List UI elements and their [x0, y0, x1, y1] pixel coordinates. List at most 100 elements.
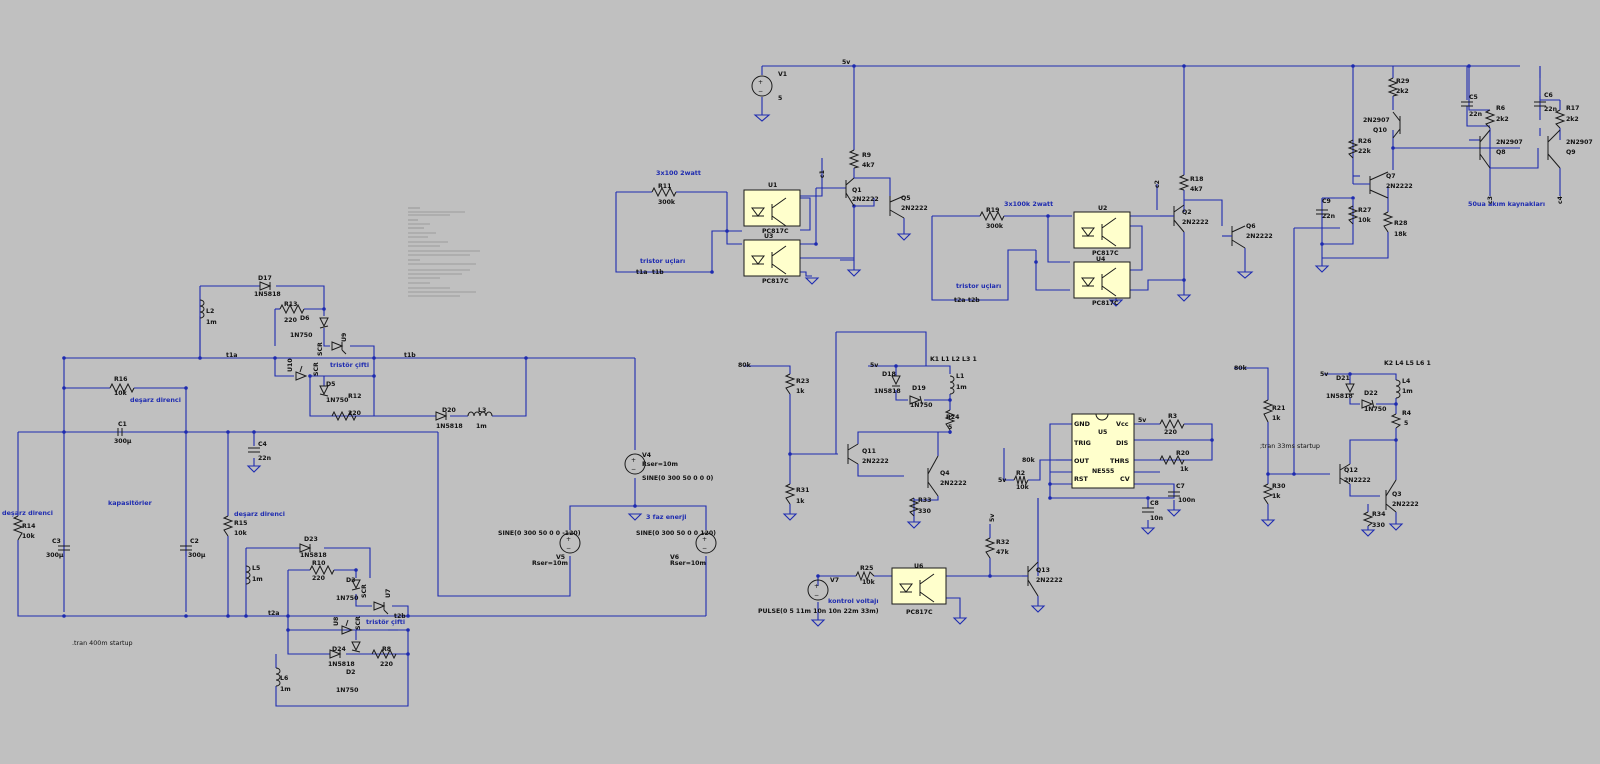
optocoupler-u1[interactable]: [743, 189, 801, 227]
resistor-r14[interactable]: [12, 515, 24, 541]
resistor-r12[interactable]: [331, 410, 357, 422]
value-r13: 220: [284, 317, 298, 324]
resistor-r2[interactable]: [1013, 474, 1029, 486]
diode-d2[interactable]: [351, 641, 361, 653]
resistor-r9[interactable]: [848, 149, 860, 169]
transistor-q1[interactable]: [845, 177, 855, 207]
diode-d5[interactable]: [319, 385, 329, 397]
pin-rst: RST: [1074, 475, 1089, 483]
resistor-r24[interactable]: [944, 409, 956, 431]
scr-u7[interactable]: [373, 601, 389, 615]
resistor-r23[interactable]: [784, 373, 796, 395]
net-t2b-left: t2b: [394, 613, 406, 620]
diode-d24[interactable]: [329, 649, 342, 659]
diode-d19[interactable]: [909, 395, 923, 405]
transistor-q12[interactable]: [1339, 463, 1351, 485]
source-v1[interactable]: +−: [751, 75, 773, 122]
resistor-r18[interactable]: [1178, 174, 1190, 191]
resistor-r28[interactable]: [1382, 211, 1394, 233]
optocoupler-u4[interactable]: [1073, 261, 1131, 299]
value-u2: PC817C: [1092, 250, 1119, 257]
transistor-q13[interactable]: [1022, 498, 1039, 597]
resistor-r4[interactable]: [1390, 413, 1402, 429]
resistor-r6[interactable]: [1484, 109, 1496, 129]
source-v6[interactable]: +−: [695, 532, 717, 554]
transistor-q4[interactable]: [927, 455, 939, 497]
directive-k1: K1 L1 L2 L3 1: [930, 356, 977, 363]
resistor-r30[interactable]: [1262, 483, 1274, 505]
resistor-r3[interactable]: [1159, 418, 1185, 430]
transistor-q5[interactable]: [889, 195, 905, 219]
transistor-q8[interactable]: [1479, 129, 1491, 169]
timer-u5[interactable]: [1071, 413, 1135, 489]
inductor-l4[interactable]: [1395, 379, 1401, 399]
value-d18: 1N5818: [874, 388, 901, 395]
capacitor-c8[interactable]: [1142, 507, 1154, 513]
optocoupler-u6[interactable]: [891, 567, 947, 605]
transistor-q10[interactable]: [1392, 111, 1401, 139]
scr-u10[interactable]: [295, 365, 308, 381]
resistor-r10[interactable]: [309, 564, 335, 576]
source-v5[interactable]: +−: [559, 532, 581, 554]
transistor-q9[interactable]: [1547, 129, 1561, 169]
capacitor-c9[interactable]: [1316, 209, 1328, 215]
resistor-r27[interactable]: [1347, 205, 1359, 225]
scr-u9[interactable]: [331, 341, 347, 355]
transistor-q7[interactable]: [1353, 171, 1389, 199]
resistor-r19[interactable]: [979, 210, 1005, 222]
capacitor-c3[interactable]: [58, 545, 70, 551]
diode-d18[interactable]: [891, 375, 901, 387]
resistor-r25[interactable]: [855, 570, 875, 582]
resistor-r8[interactable]: [346, 648, 397, 660]
transistor-q6[interactable]: [1222, 225, 1246, 249]
inductor-l1[interactable]: [949, 375, 955, 395]
resistor-r13[interactable]: [279, 303, 305, 315]
transistor-q2[interactable]: [1160, 204, 1185, 233]
diode-d23[interactable]: [299, 543, 312, 553]
inductor-l3[interactable]: [467, 411, 493, 417]
value-r8: 220: [380, 661, 394, 668]
diode-d21[interactable]: [1345, 383, 1355, 395]
diode-d20[interactable]: [435, 411, 448, 421]
inductor-l2[interactable]: [199, 299, 205, 319]
scr-u8[interactable]: [341, 619, 354, 635]
resistor-r32[interactable]: [984, 537, 996, 559]
resistor-r11[interactable]: [651, 186, 677, 198]
source-v7[interactable]: +−: [807, 579, 829, 601]
capacitor-c7[interactable]: [1168, 491, 1180, 497]
resistor-r34[interactable]: [1362, 511, 1374, 527]
transistor-q11[interactable]: [847, 443, 859, 465]
label-r24: R24: [946, 414, 960, 421]
label-r9: R9: [862, 152, 871, 159]
diode-d6[interactable]: [319, 317, 329, 329]
diode-d22[interactable]: [1361, 399, 1375, 409]
resistor-r33[interactable]: [908, 497, 920, 517]
resistor-r29[interactable]: [1387, 77, 1399, 97]
optocoupler-u3[interactable]: [743, 239, 801, 277]
transistor-q3[interactable]: [1385, 479, 1397, 513]
diode-d3[interactable]: [351, 579, 361, 591]
label-q10: Q10: [1373, 127, 1388, 134]
resistor-r31[interactable]: [784, 483, 796, 505]
optocoupler-u2[interactable]: [1073, 211, 1131, 249]
label-c2: C2: [190, 538, 199, 545]
resistor-r20[interactable]: [1159, 454, 1185, 466]
diode-d17[interactable]: [259, 281, 272, 291]
resistor-r26[interactable]: [1347, 139, 1359, 159]
resistor-r21[interactable]: [1262, 399, 1274, 423]
svg-text:+: +: [702, 536, 707, 543]
resistor-r16[interactable]: [109, 382, 135, 394]
sine-v5: SINE(0 300 50 0 0 -120): [498, 530, 581, 537]
source-v4[interactable]: +−: [624, 453, 646, 475]
value-c4: 22n: [258, 455, 271, 462]
label-u4: U4: [1096, 256, 1106, 263]
capacitor-c4[interactable]: [248, 447, 260, 453]
capacitor-c1[interactable]: [117, 428, 123, 436]
inductor-l5[interactable]: [245, 565, 251, 585]
resistor-r15[interactable]: [222, 515, 234, 537]
capacitor-c2[interactable]: [180, 545, 192, 551]
capacitor-c6[interactable]: [1534, 101, 1546, 107]
capacitor-c5[interactable]: [1461, 101, 1473, 107]
inductor-l6[interactable]: [275, 667, 281, 687]
